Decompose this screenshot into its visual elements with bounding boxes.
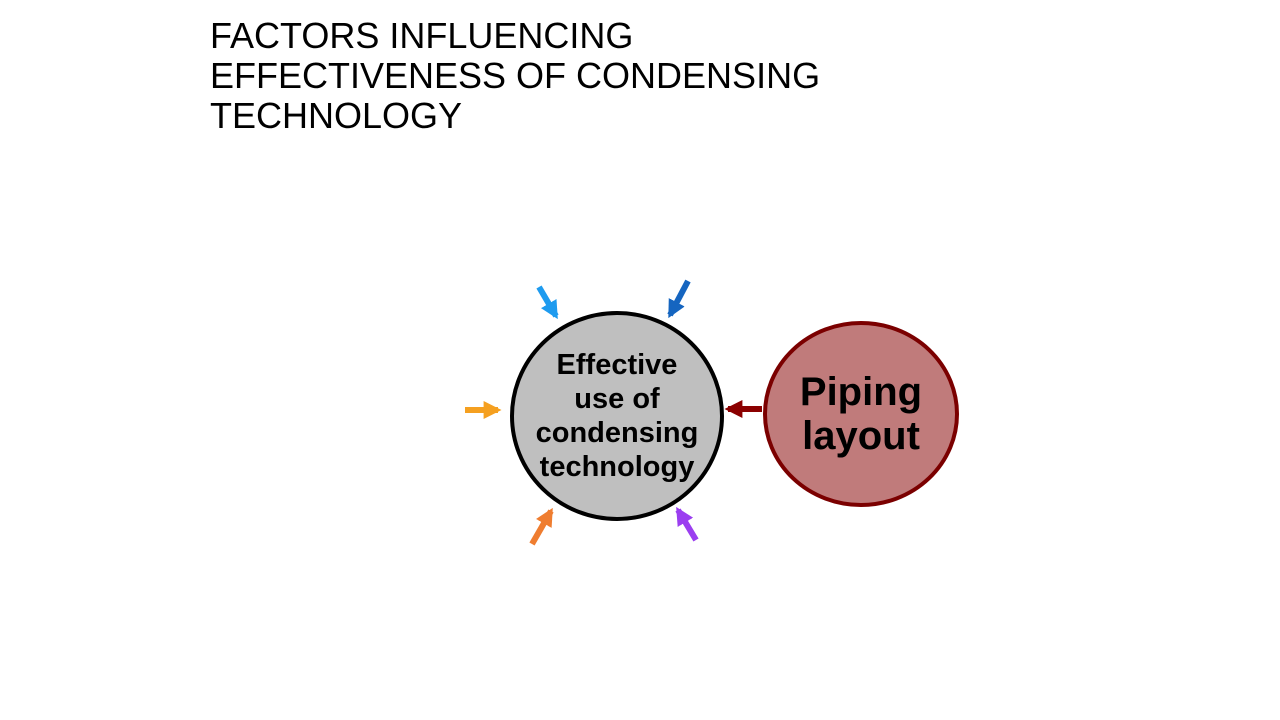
factor-label-line: layout [802,414,920,458]
hub-label-line: use of [574,383,660,415]
hub-label-line: condensing [535,417,699,449]
hub-label-line: Effective [556,349,678,381]
arrow-top-left [536,285,559,320]
arrow-top-right [667,279,691,319]
factor-circle-piping [763,321,959,507]
factor-label-line: Piping [799,370,923,414]
title-line: FACTORS INFLUENCING [210,15,634,56]
hub-label-line: technology [539,451,695,483]
hub-label: Effective use of condensing technology [512,313,722,519]
arrow-bottom-left [529,507,554,546]
arrow-bottom-right [675,506,699,542]
hub-circle [510,311,724,521]
title-line: EFFECTIVENESS OF CONDENSING [210,55,821,96]
factor-label-piping: Piping layout [764,322,958,506]
title-line: TECHNOLOGY [210,95,463,136]
slide-title: FACTORS INFLUENCING EFFECTIVENESS OF CON… [210,16,910,136]
